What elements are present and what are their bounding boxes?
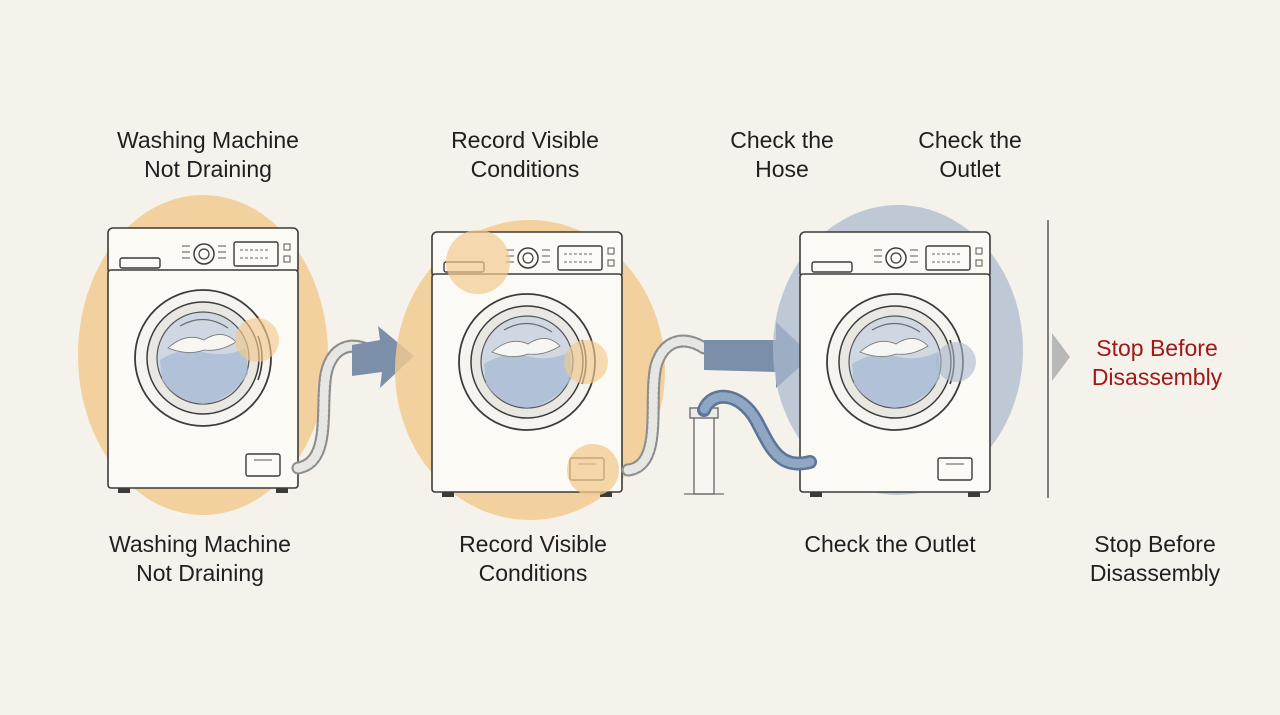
door-seal-highlight	[936, 342, 976, 382]
washing-machine-icon	[107, 227, 299, 494]
door-seal-highlight	[235, 318, 279, 362]
flow-arrow-icon	[352, 326, 414, 388]
step3-bottom-label: Check the Outlet	[804, 531, 976, 557]
step3-machine-group	[773, 205, 1023, 498]
chevron-right-icon	[1052, 333, 1070, 381]
door-seal-highlight	[564, 340, 608, 384]
step2-machine-group	[395, 220, 665, 520]
drain-outlet-pipe-icon	[684, 407, 724, 495]
drawer-highlight	[446, 230, 510, 294]
filter-highlight	[567, 444, 619, 496]
step1-machine-group	[78, 195, 328, 515]
